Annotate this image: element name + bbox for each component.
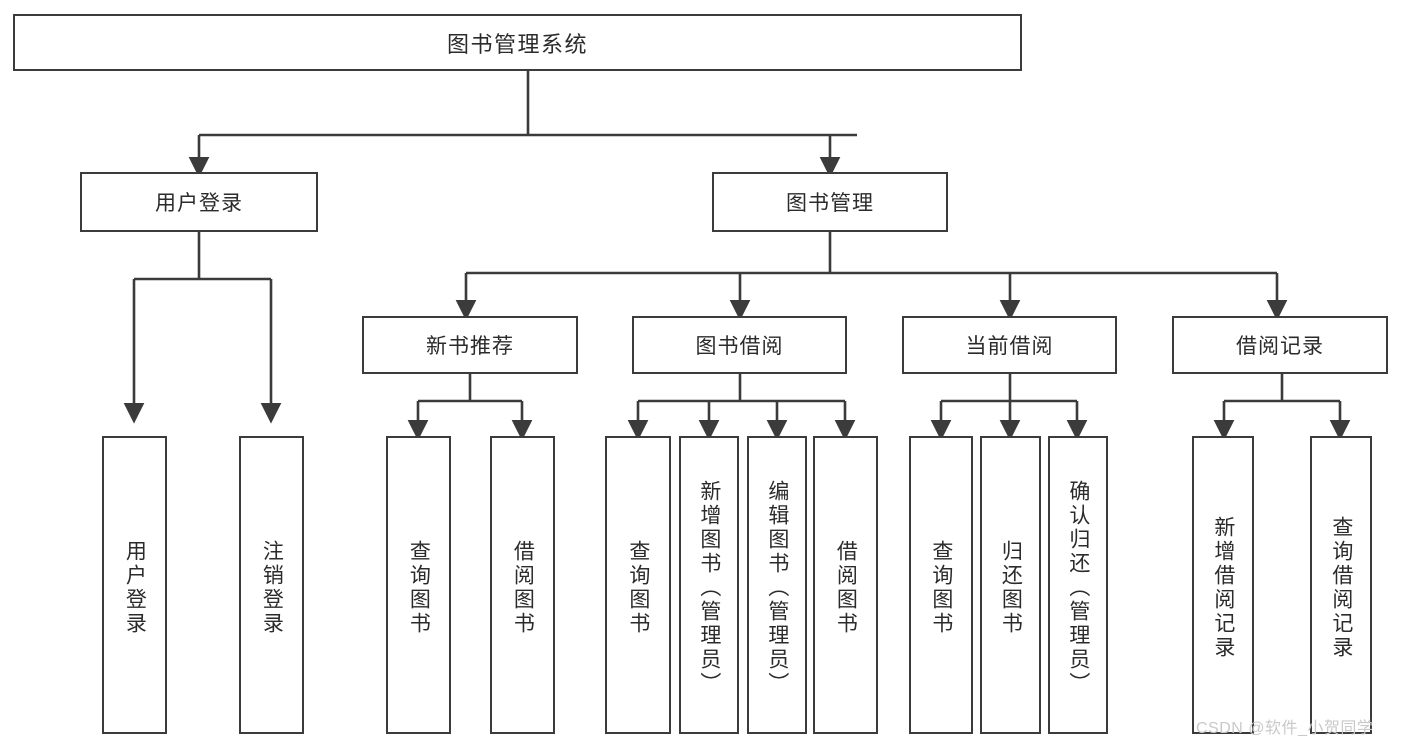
node-label: 新增图书（管理员） (697, 480, 721, 696)
node-label: 编辑图书（管理员） (765, 480, 789, 696)
leaf-borrow-add-book-admin[interactable]: 新增图书（管理员） (679, 436, 739, 734)
leaf-record-add-record[interactable]: 新增借阅记录 (1192, 436, 1254, 734)
node-label: 新增借阅记录 (1211, 516, 1235, 660)
leaf-recommend-borrow-book[interactable]: 借阅图书 (490, 436, 555, 734)
leaf-current-return-book[interactable]: 归还图书 (980, 436, 1041, 734)
node-label: 查询图书 (929, 540, 953, 636)
node-label: 用户登录 (123, 540, 147, 636)
leaf-borrow-edit-book-admin[interactable]: 编辑图书（管理员） (747, 436, 807, 734)
node-label: 借阅图书 (511, 540, 535, 636)
node-label: 图书借阅 (695, 335, 784, 358)
node-label: 查询图书 (626, 540, 650, 636)
node-label: 确认归还（管理员） (1066, 480, 1090, 696)
node-book-management[interactable]: 图书管理 (712, 172, 948, 232)
node-label: 新书推荐 (426, 335, 514, 358)
csdn-watermark: CSDN @软件_小贺同学 (1196, 720, 1374, 737)
node-label: 图书管理系统 (446, 31, 588, 57)
leaf-user-login[interactable]: 用户登录 (102, 436, 167, 734)
leaf-borrow-query-book[interactable]: 查询图书 (605, 436, 671, 734)
leaf-borrow-borrow-book[interactable]: 借阅图书 (813, 436, 878, 734)
node-root-system[interactable]: 图书管理系统 (13, 14, 1022, 71)
leaf-current-confirm-return-admin[interactable]: 确认归还（管理员） (1048, 436, 1108, 734)
node-label: 用户登录 (155, 192, 243, 215)
node-book-borrow[interactable]: 图书借阅 (632, 316, 847, 374)
leaf-recommend-query-book[interactable]: 查询图书 (386, 436, 451, 734)
node-current-borrow[interactable]: 当前借阅 (902, 316, 1117, 374)
node-label: 归还图书 (999, 540, 1023, 636)
leaf-user-logout[interactable]: 注销登录 (239, 436, 304, 734)
leaf-record-query-record[interactable]: 查询借阅记录 (1310, 436, 1372, 734)
node-label: 图书管理 (786, 192, 874, 215)
node-label: 注销登录 (260, 540, 284, 636)
node-new-book-recommend[interactable]: 新书推荐 (362, 316, 578, 374)
node-label: 借阅图书 (834, 540, 858, 636)
node-label: 当前借阅 (965, 335, 1054, 358)
node-label: 借阅记录 (1236, 335, 1324, 358)
node-label: 查询借阅记录 (1329, 516, 1353, 660)
node-user-login[interactable]: 用户登录 (80, 172, 318, 232)
node-label: 查询图书 (407, 540, 431, 636)
leaf-current-query-book[interactable]: 查询图书 (909, 436, 973, 734)
node-borrow-record[interactable]: 借阅记录 (1172, 316, 1388, 374)
